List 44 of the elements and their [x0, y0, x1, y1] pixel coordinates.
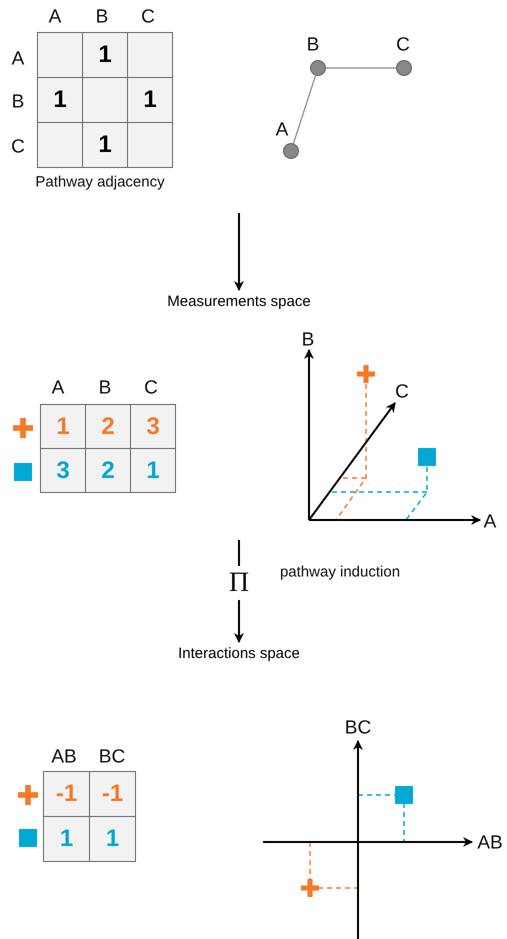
annotation-text: pathway induction	[280, 564, 400, 580]
axis-label: B	[302, 330, 314, 350]
node-label: B	[306, 36, 320, 54]
table-cell: -1	[43, 771, 90, 817]
column-header: B	[98, 378, 112, 398]
table-cell: 3	[40, 448, 86, 493]
table-cell: 1	[89, 816, 136, 862]
table-cell: 1	[130, 448, 176, 493]
table-cell: 3	[130, 404, 176, 449]
axis-label: BC	[344, 718, 372, 738]
column-header: AB	[51, 748, 77, 766]
section-heading: Interactions space	[154, 644, 324, 664]
table-caption: Pathway adjacency	[35, 174, 165, 190]
graph-node-circle	[283, 143, 299, 159]
column-header: BC	[98, 748, 126, 766]
table-cell: 1	[82, 32, 128, 78]
graph-edge	[292, 75, 316, 144]
row-header: C	[11, 138, 25, 156]
axis-label: C	[395, 382, 409, 402]
table-cell: 1	[40, 404, 86, 449]
node-label: A	[276, 120, 288, 140]
column-header: C	[141, 8, 155, 26]
column-header: B	[96, 8, 108, 26]
graph-node-circle	[310, 60, 326, 76]
graph-edge	[326, 67, 396, 69]
table-cell: 2	[85, 404, 131, 449]
table-cell: 1	[37, 77, 83, 123]
table-cell: 1	[43, 816, 90, 862]
node-label: C	[396, 36, 410, 54]
table-cell: 1	[82, 122, 128, 168]
axis-label: AB	[477, 834, 503, 852]
row-header: B	[12, 92, 24, 112]
arrow	[234, 213, 244, 291]
table-cell: 1	[127, 77, 173, 123]
section-heading: Measurements space	[154, 292, 324, 312]
table-cell: -1	[89, 771, 136, 817]
row-header: A	[12, 50, 24, 68]
graph-node-circle	[396, 60, 412, 76]
column-header: A	[48, 8, 62, 26]
edge-label: Π	[228, 566, 250, 600]
axis-label: A	[484, 512, 496, 532]
column-header: C	[144, 378, 158, 398]
column-header: A	[52, 378, 64, 398]
table-cell: 2	[85, 448, 131, 493]
